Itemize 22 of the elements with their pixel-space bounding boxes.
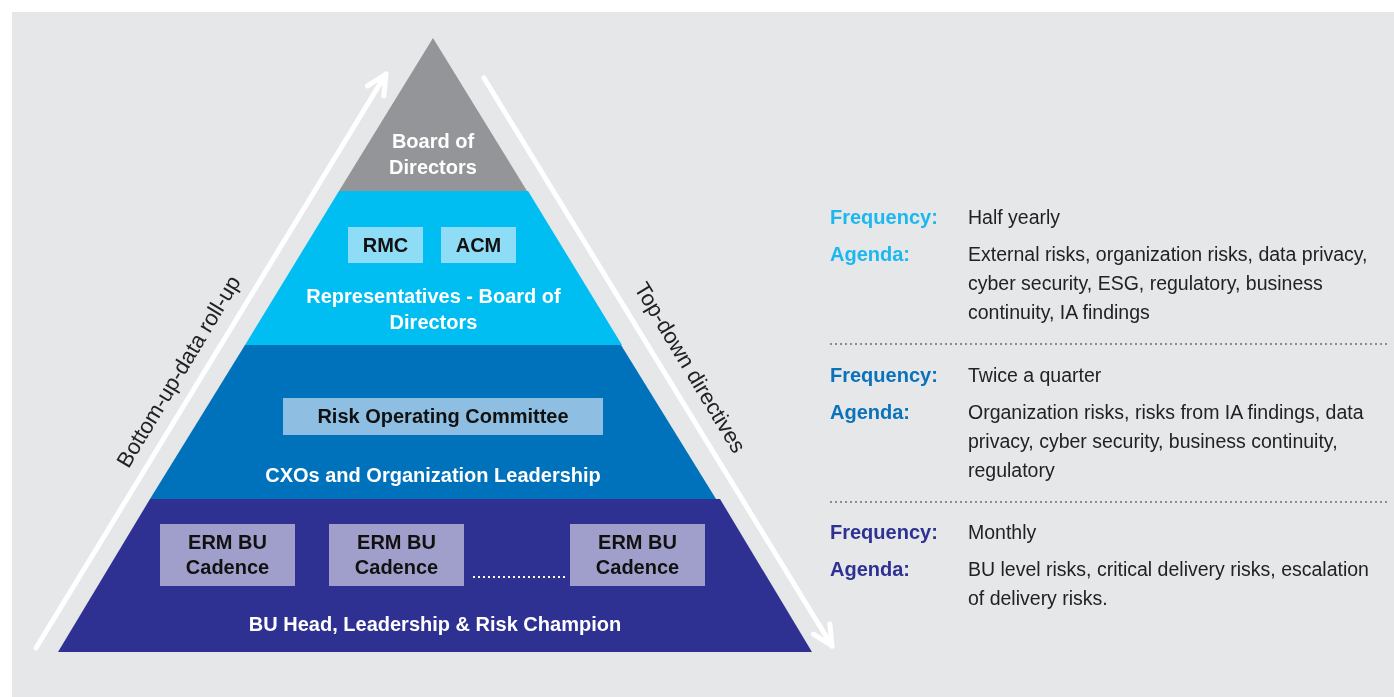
committee-box: ERM BU Cadence [329, 524, 464, 586]
tier-title: Board of Directors [388, 129, 478, 180]
committee-box: ERM BU Cadence [160, 524, 295, 586]
committee-box: Risk Operating Committee [283, 398, 603, 435]
frequency-label: Frequency: [830, 363, 938, 388]
committee-box: ERM BU Cadence [570, 524, 705, 586]
frequency-value: Monthly [968, 520, 1038, 545]
tier-title: BU Head, Leadership & Risk Champion [247, 612, 623, 637]
agenda-text: External risks, organization risks, data privacy, cyber security, ESG, regulatory, business continuity, IA findings [968, 242, 1369, 325]
agenda-text: Organization risks, risks from IA findings, data privacy, cyber security, business continuity, regulatory [968, 400, 1365, 483]
committee-box: RMC [348, 227, 423, 263]
frequency-value: Half yearly [968, 205, 1062, 230]
agenda-text: BU level risks, critical delivery risks, escalation of delivery risks. [968, 557, 1370, 611]
agenda-label: Agenda: [830, 242, 910, 267]
frequency-label: Frequency: [830, 205, 938, 230]
frequency-value: Twice a quarter [968, 363, 1103, 388]
committee-box: ACM [441, 227, 516, 263]
frequency-label: Frequency: [830, 520, 938, 545]
tier-title: Representatives - Board of Directors [305, 284, 562, 335]
agenda-label: Agenda: [830, 557, 910, 582]
agenda-label: Agenda: [830, 400, 910, 425]
tier-title: CXOs and Organization Leadership [264, 463, 602, 488]
